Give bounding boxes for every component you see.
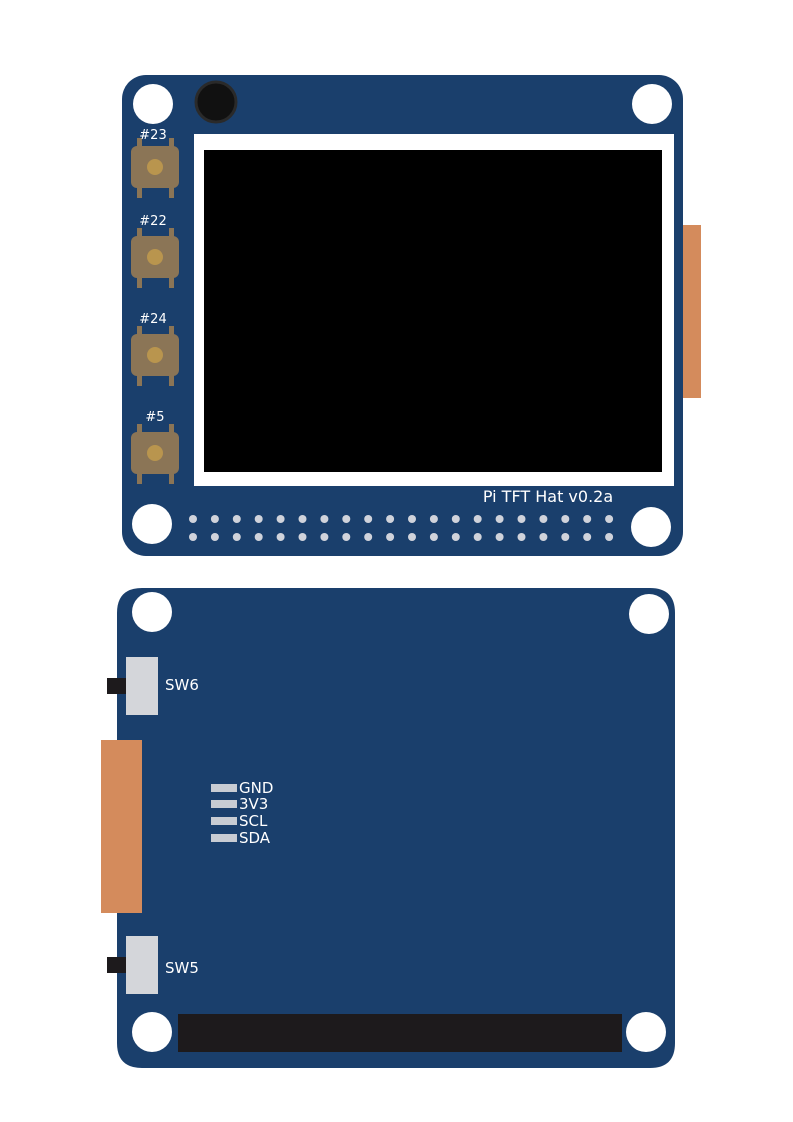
gpio-pin <box>605 533 614 541</box>
button-label: #23 <box>139 128 166 143</box>
gpio-pin <box>364 533 373 541</box>
button-label: #5 <box>145 410 164 425</box>
gpio-pin <box>561 533 570 541</box>
gpio-pin <box>429 533 438 541</box>
gpio-pin <box>298 533 307 541</box>
switch-sw5 <box>107 936 158 994</box>
switch-label: SW5 <box>165 959 199 977</box>
gpio-pin <box>342 515 351 523</box>
button-label: #24 <box>139 312 166 327</box>
gpio-pin <box>276 515 285 523</box>
gpio-pin <box>210 515 219 523</box>
pad-label: 3V3 <box>239 795 268 813</box>
gpio-pin <box>364 515 373 523</box>
gpio-pin <box>605 515 614 523</box>
gpio-pin <box>276 533 285 541</box>
mounting-hole <box>133 84 173 124</box>
pad-gnd <box>211 784 237 792</box>
gpio-pin <box>320 515 329 523</box>
pad-3v3 <box>211 800 237 808</box>
board-version-label: Pi TFT Hat v0.2a <box>483 487 613 506</box>
gpio-pin <box>473 515 482 523</box>
mounting-hole <box>631 507 671 547</box>
mounting-hole <box>632 84 672 124</box>
gpio-pin <box>298 515 307 523</box>
gpio-pin <box>583 515 592 523</box>
round-component <box>194 80 238 124</box>
gpio-pin <box>232 533 241 541</box>
gpio-pin <box>451 515 460 523</box>
display-screen <box>204 150 662 472</box>
gpio-pin <box>539 533 548 541</box>
button-gpio-22 <box>131 228 179 288</box>
button-gpio-23 <box>131 138 179 198</box>
gpio-header-pins <box>189 515 614 541</box>
gpio-pin <box>254 533 263 541</box>
button-gpio-5 <box>131 424 179 484</box>
gpio-pin <box>495 533 504 541</box>
back-flex-connector <box>101 740 142 913</box>
back-board: SW6 SW5 GND 3V3 SCL SDA <box>101 588 675 1068</box>
front-board: #23 #22 #24 #5 Pi TFT Hat v0.2a <box>122 75 701 556</box>
mounting-hole <box>132 504 172 544</box>
back-pcb <box>117 588 675 1068</box>
gpio-pin <box>429 515 438 523</box>
gpio-pin <box>386 533 395 541</box>
gpio-pin <box>495 515 504 523</box>
gpio-header-strip <box>178 1014 622 1052</box>
gpio-pin <box>539 515 548 523</box>
gpio-pin <box>408 533 416 541</box>
gpio-pin <box>189 515 197 523</box>
gpio-pin <box>517 533 526 541</box>
gpio-pin <box>451 533 460 541</box>
gpio-pin <box>408 515 416 523</box>
button-gpio-24 <box>131 326 179 386</box>
gpio-pin <box>232 515 241 523</box>
gpio-pin <box>320 533 329 541</box>
pad-sda <box>211 834 237 842</box>
switch-label: SW6 <box>165 676 199 694</box>
gpio-pin <box>473 533 482 541</box>
gpio-pin <box>254 515 263 523</box>
mounting-hole <box>132 1012 172 1052</box>
pad-label: GND <box>239 779 273 797</box>
gpio-pin <box>189 533 197 541</box>
button-label: #22 <box>139 214 166 229</box>
pad-label: SCL <box>239 812 268 830</box>
gpio-pin <box>210 533 219 541</box>
mounting-hole <box>132 592 172 632</box>
mounting-hole <box>626 1012 666 1052</box>
gpio-pin <box>561 515 570 523</box>
pad-label: SDA <box>239 829 271 847</box>
pad-scl <box>211 817 237 825</box>
gpio-pin <box>386 515 395 523</box>
gpio-pin <box>583 533 592 541</box>
mounting-hole <box>629 594 669 634</box>
gpio-pin <box>517 515 526 523</box>
gpio-pin <box>342 533 351 541</box>
switch-sw6 <box>107 657 158 715</box>
